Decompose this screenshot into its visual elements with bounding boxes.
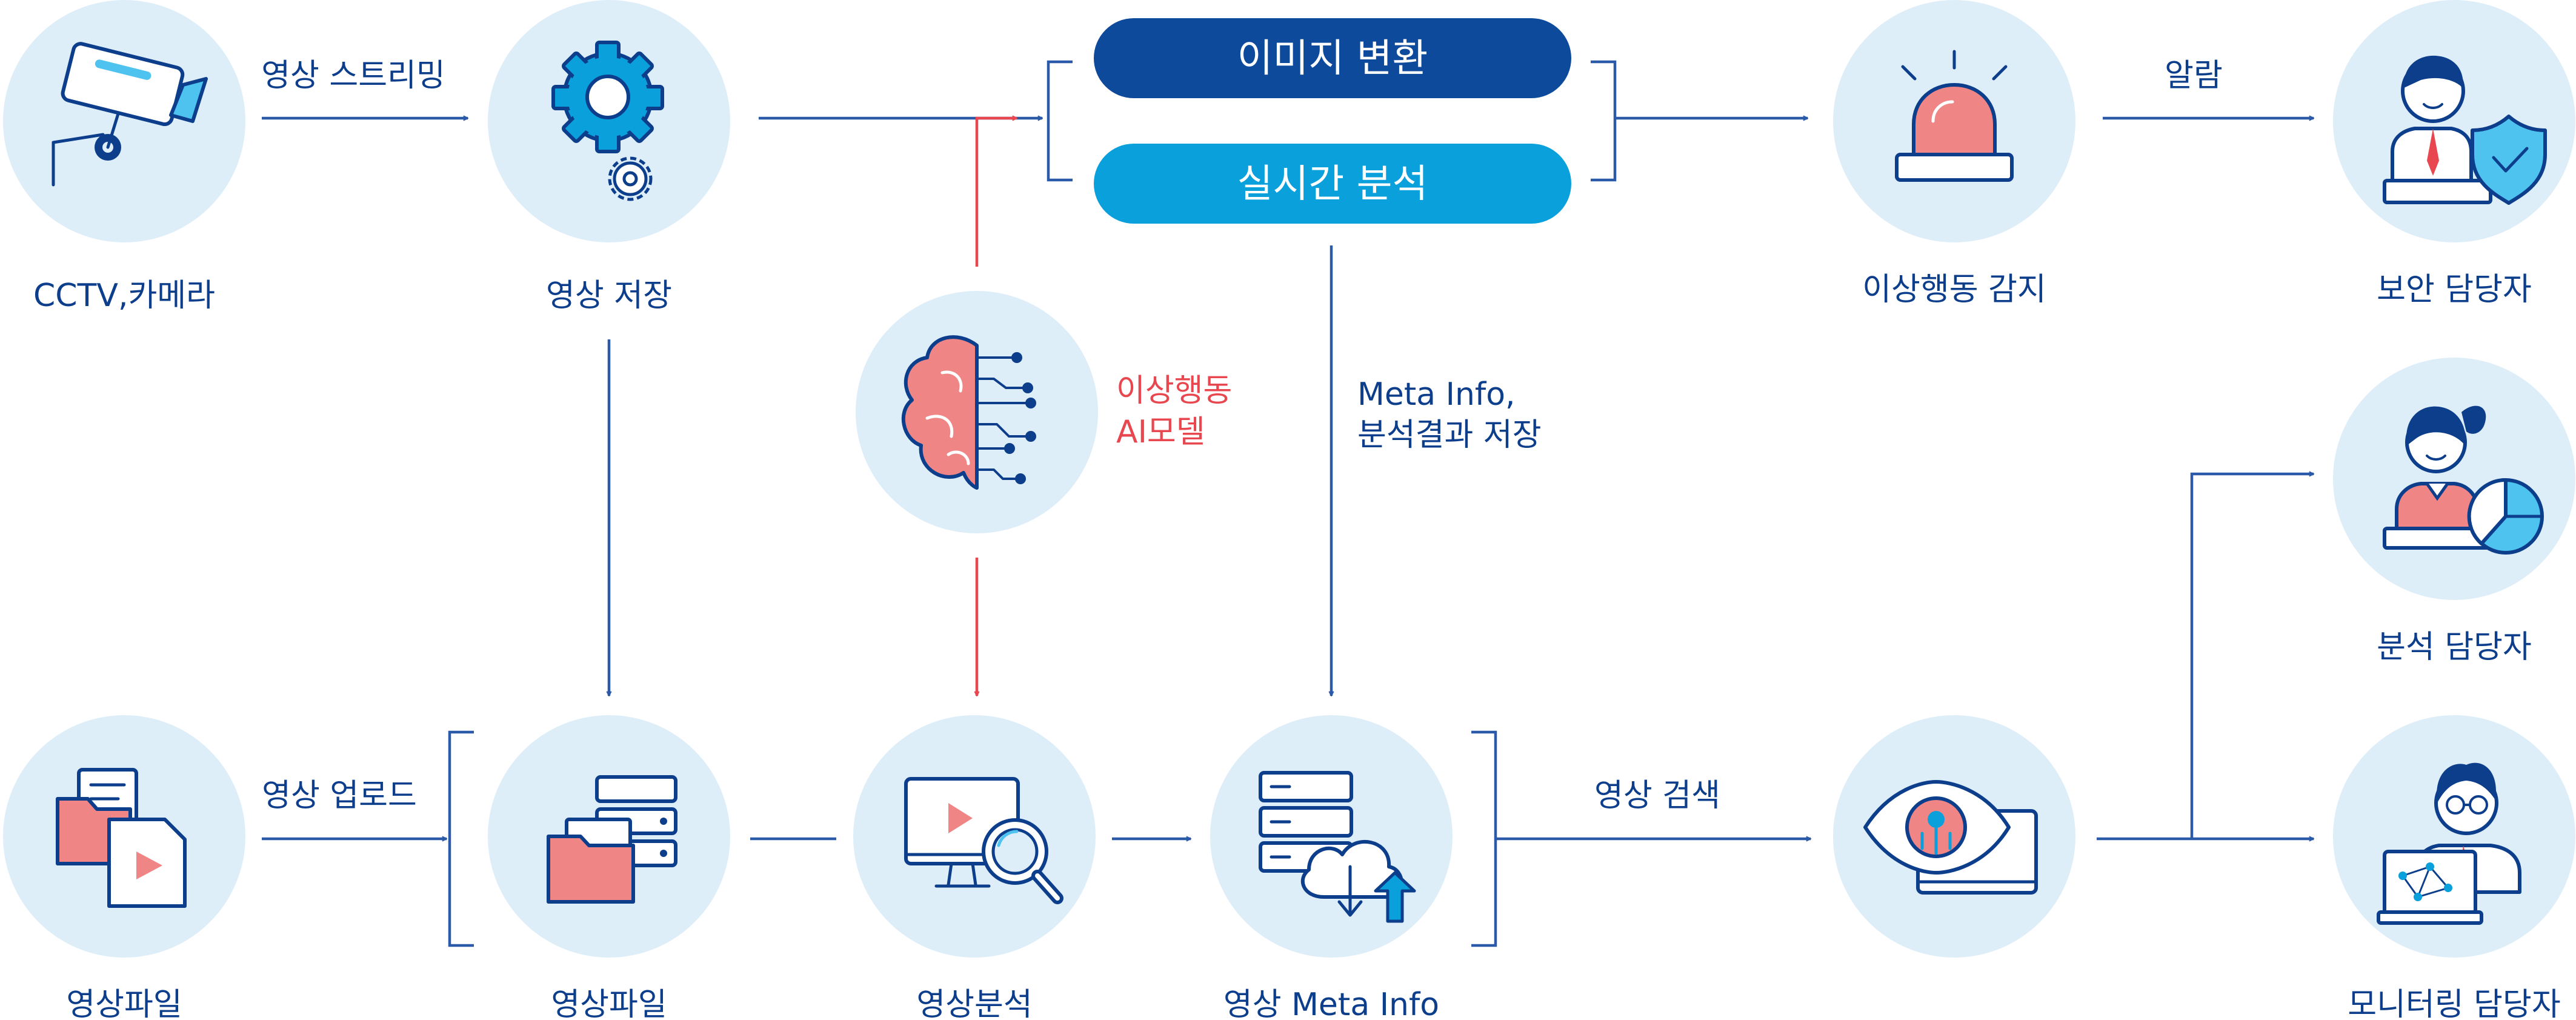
node-storage (488, 0, 730, 242)
node-analysis-manager (2333, 358, 2575, 600)
siren-icon (1895, 50, 2014, 182)
label-meta-info: 영상 Meta Info (1223, 987, 1439, 1020)
pill-image-convert: 이미지 변환 (1094, 18, 1571, 98)
node-meta-info (1210, 715, 1453, 958)
monitor-search-icon (904, 777, 1063, 904)
label-alert-detect: 이상행동 감지 (1862, 272, 2046, 308)
node-security-manager (2333, 0, 2575, 242)
flow-lines (262, 60, 2314, 947)
label-video-file-left: 영상파일 (66, 987, 182, 1020)
bracket-upload (448, 730, 474, 947)
video-file-icon (56, 768, 187, 908)
ai-model-line-up (975, 118, 1017, 267)
bracket-meta (1471, 730, 1497, 947)
security-person-icon (2383, 55, 2547, 205)
server-folder-icon (547, 775, 677, 904)
node-video-analysis (853, 715, 1096, 958)
label-video-file-mid: 영상파일 (551, 987, 667, 1020)
edge-label-meta-save-2: 분석결과 저장 (1357, 417, 1542, 453)
edge-label-meta-save-1: Meta Info, (1357, 376, 1516, 413)
cctv-camera-icon (52, 42, 208, 187)
small-gear-icon (608, 156, 653, 201)
label-storage: 영상 저장 (546, 278, 672, 314)
pill-realtime-analysis-label: 실시간 분석 (1237, 162, 1428, 207)
label-monitoring-manager: 모니터링 담당자 (2348, 987, 2560, 1020)
gear-icon (551, 41, 664, 153)
edge-label-upload: 영상 업로드 (262, 778, 417, 814)
node-video-file-mid (488, 715, 730, 958)
label-video-analysis: 영상분석 (916, 987, 1032, 1020)
node-alert-detect (1833, 0, 2075, 242)
brain-icon (901, 335, 1036, 490)
bracket-pills-left (1047, 60, 1073, 182)
pill-realtime-analysis: 실시간 분석 (1094, 144, 1571, 224)
node-search-eye (1833, 715, 2075, 958)
label-security-manager: 보안 담당자 (2377, 272, 2532, 308)
node-monitoring-manager (2333, 715, 2575, 958)
edge-label-alarm: 알람 (2165, 58, 2223, 94)
edge-label-streaming: 영상 스트리밍 (261, 58, 445, 94)
monitoring-person-icon (2377, 762, 2521, 925)
edge-label-search: 영상 검색 (1594, 778, 1720, 814)
node-video-file-left (3, 715, 245, 958)
label-ai-model-line2: AI모델 (1116, 414, 1205, 450)
edge-eye-to-analyst (2190, 474, 2314, 839)
label-analysis-manager: 분석 담당자 (2377, 629, 2532, 665)
label-ai-model-line1: 이상행동 (1116, 373, 1232, 409)
server-cloud-icon (1259, 771, 1416, 923)
analyst-person-icon (2383, 405, 2544, 555)
bracket-pills-right (1591, 60, 1617, 182)
label-cctv: CCTV,카메라 (33, 278, 215, 314)
eye-icon (1863, 780, 2038, 895)
node-cctv (3, 0, 245, 242)
pill-image-convert-label: 이미지 변환 (1237, 36, 1428, 81)
node-ai-model (856, 291, 1098, 533)
